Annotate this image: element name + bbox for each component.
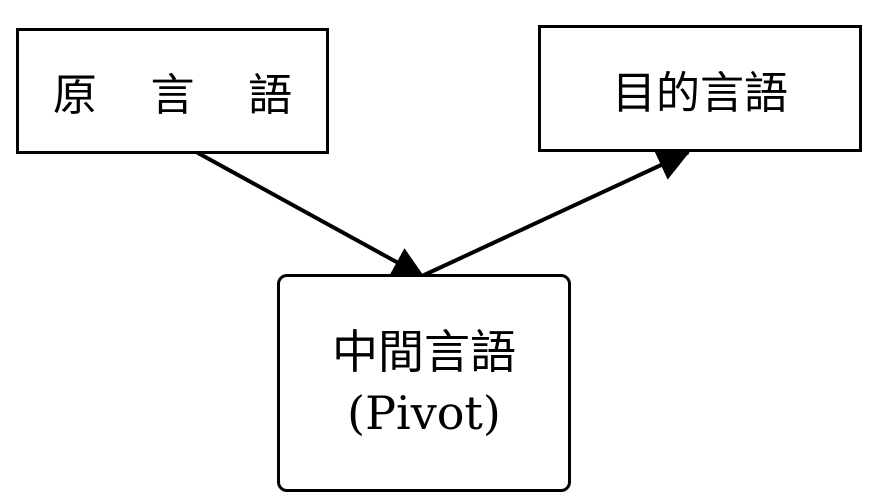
pivot-language-label: 中間言語 [332,325,516,380]
pivot-to-target-arrow [420,150,690,278]
target-language-label: 目的言語 [612,67,788,119]
source-language-box: 原 言 語 [16,28,329,154]
pivot-language-sublabel: (Pivot) [347,386,501,440]
source-language-label: 原 言 語 [52,70,312,121]
source-to-pivot-arrow [196,151,425,278]
target-language-box: 目的言語 [538,25,862,152]
pivot-language-box: 中間言語 (Pivot) [277,274,571,492]
